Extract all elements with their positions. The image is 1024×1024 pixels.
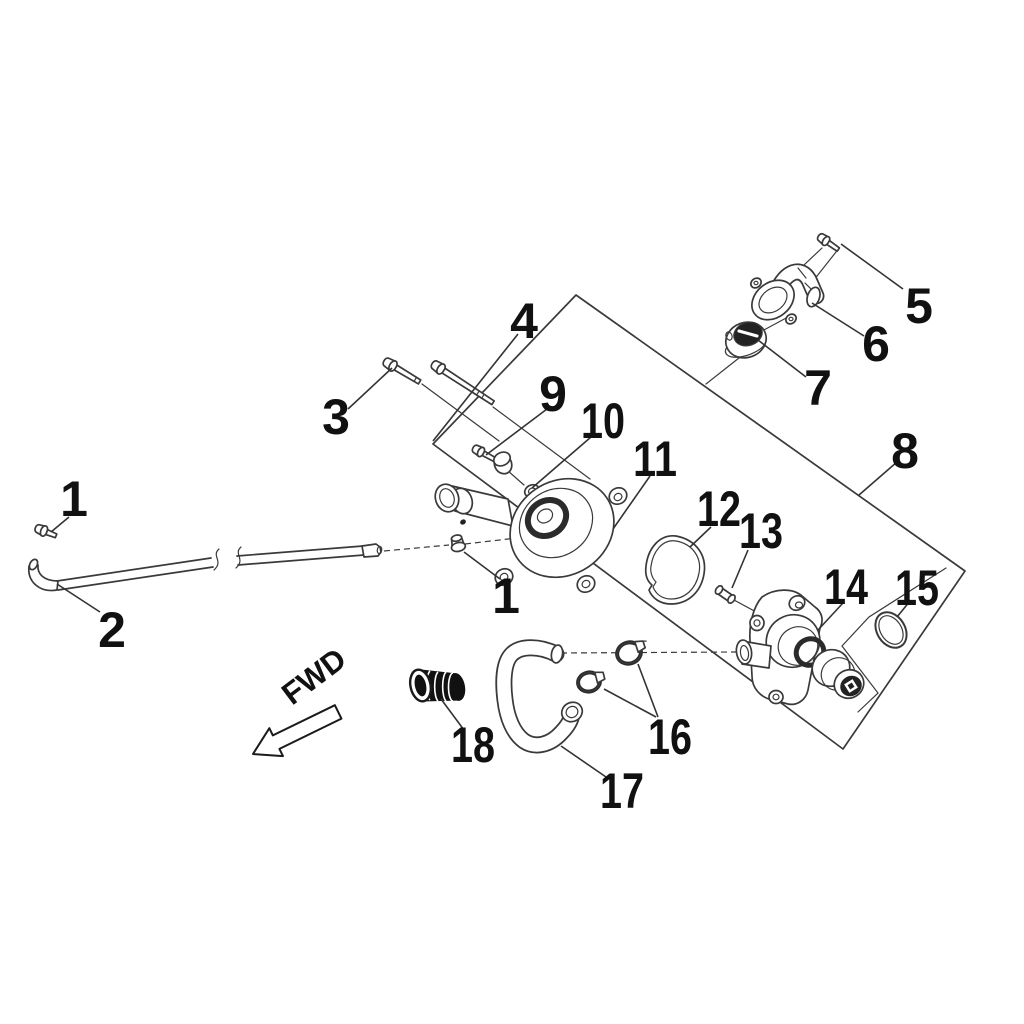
cover-drain-screw bbox=[460, 519, 466, 525]
part-clamp-16a bbox=[615, 640, 647, 666]
part-o-ring-15 bbox=[874, 611, 908, 649]
callout-label-11: 11 bbox=[633, 431, 677, 487]
part-thermostat-cover-6 bbox=[750, 263, 825, 325]
part-hose-17 bbox=[495, 639, 584, 754]
part-thermostat-7 bbox=[724, 321, 768, 359]
callout-label-8: 8 bbox=[891, 423, 919, 479]
callout-leader-10 bbox=[531, 436, 592, 489]
part-gasket-12 bbox=[644, 535, 706, 605]
clamp-screw bbox=[633, 640, 647, 653]
callout-leader-6 bbox=[811, 302, 865, 337]
callout-label-15: 15 bbox=[895, 560, 939, 616]
fwd-arrow-shape bbox=[252, 704, 343, 758]
callout-label-9: 9 bbox=[539, 366, 567, 422]
callout-leader-18 bbox=[440, 698, 465, 731]
callout-leader-4 bbox=[432, 333, 519, 442]
callout-label-5: 5 bbox=[905, 278, 933, 334]
callout-leader-13 bbox=[731, 549, 749, 589]
callout-label-6: 6 bbox=[862, 316, 890, 372]
part-pump-cover-11 bbox=[434, 451, 628, 594]
part-screw-1-left bbox=[34, 523, 58, 539]
callout-label-18: 18 bbox=[451, 717, 495, 773]
callout-leader-5 bbox=[840, 243, 904, 290]
callout-leader-2 bbox=[56, 583, 101, 613]
part-clamp-16b bbox=[576, 670, 606, 694]
callout-label-14: 14 bbox=[824, 559, 868, 615]
callout-label-16: 16 bbox=[648, 709, 692, 765]
part-bolt-4 bbox=[430, 360, 496, 406]
callout-leader-14 bbox=[817, 602, 844, 631]
part-bolt-5 bbox=[816, 232, 841, 253]
panel-notch bbox=[841, 567, 947, 713]
pipe-end-fitting bbox=[361, 543, 382, 558]
callout-label-17: 17 bbox=[600, 763, 644, 819]
callout-leader-8 bbox=[858, 461, 898, 496]
pipe-break-mark bbox=[235, 546, 242, 569]
callout-leader-15 bbox=[896, 600, 911, 618]
callout-label-1: 1 bbox=[60, 471, 88, 527]
callout-leader-1 bbox=[463, 551, 501, 580]
cover-seal-ring bbox=[524, 497, 570, 539]
hose-upper-end bbox=[550, 644, 564, 664]
elbow-flange bbox=[751, 279, 795, 321]
part-nut-1-center bbox=[450, 534, 467, 553]
callout-leader-7 bbox=[757, 339, 807, 378]
callout-label-10: 10 bbox=[581, 393, 625, 449]
pipe-to-nut-axis bbox=[383, 544, 450, 552]
part-bolt-3 bbox=[382, 357, 422, 385]
callout-label-12: 12 bbox=[697, 481, 741, 537]
fwd-arrow: FWD bbox=[252, 641, 353, 758]
callout-label-4: 4 bbox=[510, 293, 538, 349]
callout-leader-11 bbox=[612, 475, 651, 530]
part-water-pump-14 bbox=[735, 589, 865, 706]
pipe-break-mark bbox=[213, 548, 220, 571]
callout-label-7: 7 bbox=[804, 360, 832, 416]
callout-label-3: 3 bbox=[322, 389, 350, 445]
callout-leader-3 bbox=[347, 367, 393, 410]
part-dowel-pin-13 bbox=[714, 585, 736, 604]
callout-leader-17 bbox=[560, 745, 607, 778]
callout-leader-9 bbox=[485, 408, 548, 456]
fwd-arrow-label: FWD bbox=[275, 641, 352, 711]
elbow-outlet bbox=[806, 286, 821, 308]
callout-leader-16 bbox=[603, 688, 657, 718]
callout-leader-16 bbox=[637, 663, 659, 718]
callout-leader-1 bbox=[50, 516, 70, 533]
callout-label-13: 13 bbox=[739, 503, 783, 559]
part-overflow-pipe-2 bbox=[28, 543, 383, 592]
clamp-screw bbox=[593, 671, 606, 684]
callout-label-1: 1 bbox=[492, 568, 520, 624]
hose-to-pump-axis bbox=[560, 651, 737, 654]
callout-leader-12 bbox=[689, 526, 712, 548]
hose-lower-end bbox=[560, 701, 584, 723]
callout-label-2: 2 bbox=[98, 602, 126, 658]
nut-to-cover-axis bbox=[464, 532, 561, 545]
part-boot-18 bbox=[408, 668, 466, 703]
